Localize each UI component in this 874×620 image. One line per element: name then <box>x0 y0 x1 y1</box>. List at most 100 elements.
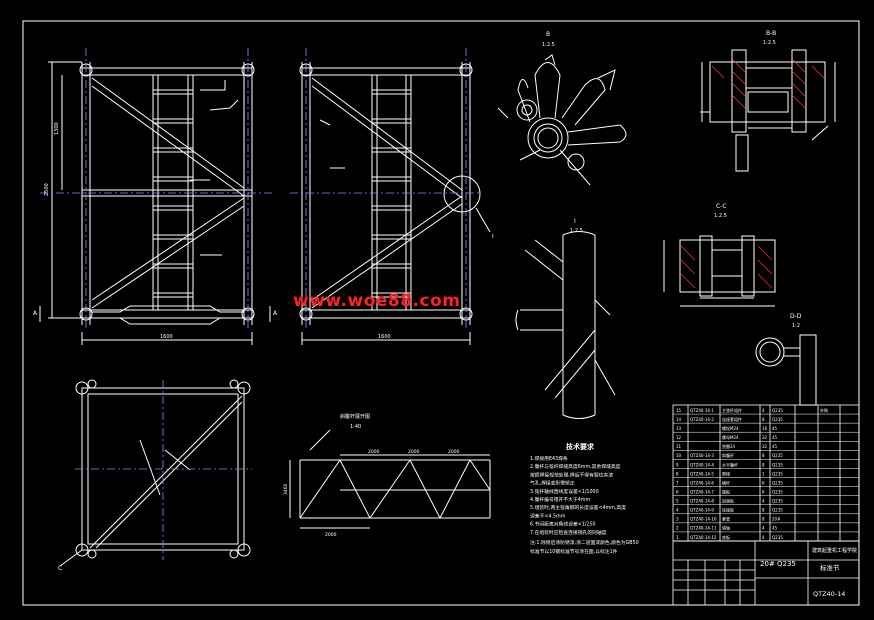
bom-cell: QTZ40-14-7 <box>690 489 714 494</box>
truss-left-dim: 3460 <box>283 483 289 495</box>
bom-cell: 45 <box>772 426 778 431</box>
truss-label: 斜腹杆展开图 <box>340 413 370 420</box>
bb-label: B-B <box>766 30 776 37</box>
bom-cell: 8 <box>762 453 765 458</box>
truss-scale: 1:40 <box>350 424 361 430</box>
bom-cell: QTZ40-14-8 <box>690 499 714 504</box>
bom-cell: 10 <box>676 453 682 458</box>
mid-detail-scale: 1:2.5 <box>570 228 583 234</box>
tech-item: 2.腹杆与弦杆焊缝高度6mm,其余焊缝高度 <box>530 463 621 470</box>
bom-cell: 11 <box>676 444 682 449</box>
watermark: www.woe88.com <box>293 291 461 311</box>
tech-title: 技术要求 <box>566 442 595 451</box>
side-width-dim: 1600 <box>378 334 391 340</box>
section-mark-left: A <box>33 310 38 317</box>
bom-cell: QTZ40-14-1 <box>690 408 714 413</box>
truss-dim-3: 2000 <box>448 449 460 455</box>
bom-cell: 5 <box>676 499 679 504</box>
material-label: 20# Q235 <box>760 560 796 568</box>
bom-cell: 45 <box>772 526 778 531</box>
bom-cell: 6 <box>762 489 765 494</box>
bom-cell: QTZ40-14-10 <box>690 517 717 522</box>
bom-cell: QTZ40-14-6 <box>690 480 714 485</box>
bom-cell: 水平腹杆 <box>722 461 738 467</box>
bom-cell: 4 <box>762 499 765 504</box>
section-bb <box>700 49 836 172</box>
tech-note: 注:1.除锈后涂防锈漆,涂二道面漆颜色,颜色为GB50 <box>530 539 639 546</box>
bom-cell: QTZ40-14-3 <box>690 453 714 458</box>
bom-cell: 爬梯 <box>722 470 730 476</box>
bom-cell: 20# <box>772 517 781 522</box>
bom-cell: QTZ40-14-12 <box>690 535 717 540</box>
bom-cell: Q235 <box>772 417 783 422</box>
bom-cell: Q235 <box>772 535 783 540</box>
bom-cell: 8 <box>762 517 765 522</box>
front-upper-dim: 1300 <box>54 122 60 135</box>
tech-item: 4.腹杆编号错开不大于4mm <box>530 496 590 503</box>
tech-item: 6.节间距离对角线误差<1/250 <box>530 521 596 528</box>
bom-cell: QTZ40-14-2 <box>690 417 714 422</box>
bom-cell: 1 <box>676 535 679 540</box>
bom-cell: 主弦杆组件 <box>722 407 742 413</box>
bom-cell: Q235 <box>772 508 783 513</box>
top-detail-label: B <box>546 31 550 38</box>
drawing-number: QTZ40-14 <box>813 590 845 598</box>
bom-cell: 8 <box>676 471 679 476</box>
bom-cell: 套管 <box>722 516 730 522</box>
bom-cell: 13 <box>676 426 682 431</box>
bom-cell: 45 <box>772 435 778 440</box>
truss-unfold <box>289 429 491 529</box>
tech-item: 5.组装时,两主弦角钢的长度误差<4mm,高度 <box>530 504 626 511</box>
bom-cell: QTZ40-14-11 <box>690 526 717 531</box>
bom-cell: 2 <box>676 526 679 531</box>
bom-cell: 销轴 <box>722 525 730 531</box>
part-name: 标准节 <box>820 563 840 572</box>
bom-cell: 6 <box>762 480 765 485</box>
plan-view <box>59 379 251 567</box>
dd-scale: 1:2 <box>792 323 800 329</box>
bom-cell: 3 <box>676 517 679 522</box>
bom-cell: QTZ40-14-4 <box>690 462 714 467</box>
truss-dim-1: 2000 <box>368 449 380 455</box>
bom-cell: 连接板 <box>722 507 734 513</box>
truss-bottom-dim: 2000 <box>325 532 337 538</box>
bom-cell: Q235 <box>772 489 783 494</box>
top-detail-b <box>497 54 627 186</box>
front-width-dim: 1600 <box>160 334 173 340</box>
bom-cell: Q235 <box>772 462 783 467</box>
drawing-border <box>22 20 860 606</box>
bom-cell: 9 <box>676 462 679 467</box>
bom-cell: 8 <box>762 462 765 467</box>
front-height-dim: 2500 <box>44 183 50 196</box>
section-dd <box>755 334 817 406</box>
detail-i <box>515 231 616 419</box>
section-mark-right: A <box>273 310 278 317</box>
bom-cell: Q235 <box>772 471 783 476</box>
tech-note-2: 标准节以10钢标准节号涂在面,以标注1件 <box>530 548 618 555</box>
section-cc <box>663 235 776 307</box>
top-detail-scale: 1:2.5 <box>542 42 555 48</box>
bom-cell: 踏板 <box>722 488 730 494</box>
side-view <box>299 62 491 345</box>
bom-cell: 45 <box>772 444 778 449</box>
org-name: 建筑起重机工程学院 <box>812 547 857 554</box>
bom-cell: 15 <box>676 408 682 413</box>
bom-cell: 7 <box>676 480 679 485</box>
mid-detail-label: I <box>574 218 576 225</box>
bom-cell: Q235 <box>772 499 783 504</box>
bom-cell: 4 <box>762 526 765 531</box>
bb-scale: 1:2.5 <box>763 40 776 46</box>
tech-item: 气孔,焊接变形需矫正 <box>530 480 575 487</box>
bom-cell: 8 <box>762 508 765 513</box>
bom-cell: 1 <box>762 471 765 476</box>
tech-item: 误差不<4.5mm <box>530 512 566 519</box>
bom-cell: 12 <box>676 435 682 440</box>
truss-dim-2: 2000 <box>408 449 420 455</box>
bom-cell: 4 <box>676 508 679 513</box>
tech-item: 1.焊接用E43焊条 <box>530 455 568 462</box>
bom-cell: 32 <box>762 435 768 440</box>
bom-cell: Q235 <box>772 408 783 413</box>
bom-cell: 底板 <box>722 534 730 540</box>
cc-scale: 1:2.5 <box>714 213 727 219</box>
bom-cell: 斜腹杆 <box>722 452 734 458</box>
